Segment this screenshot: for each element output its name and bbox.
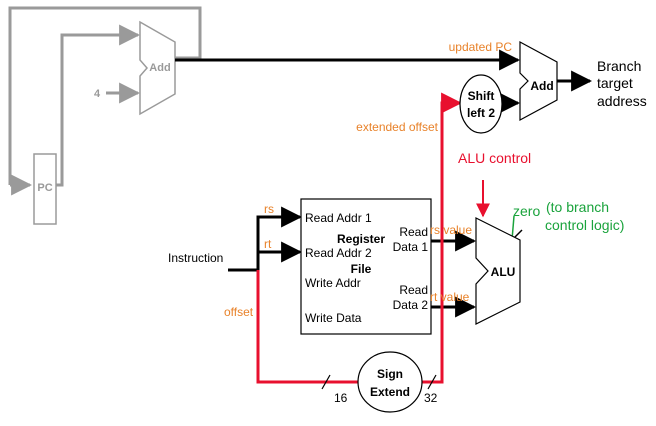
port-read-addr-2: Read Addr 2	[305, 246, 372, 260]
zero-note-2: control logic)	[545, 217, 624, 233]
port-read-addr-1: Read Addr 1	[305, 211, 372, 225]
black-wires	[175, 49, 593, 318]
zero-label: zero	[513, 203, 540, 219]
zero-note-1: (to branch	[546, 199, 609, 215]
width-tick-16	[321, 374, 331, 390]
port-write-addr: Write Addr	[305, 276, 361, 290]
pc-label: PC	[37, 182, 52, 194]
port-read-data-1-b: Data 1	[393, 240, 429, 254]
output-label-2: target	[597, 75, 633, 91]
constant-four: 4	[94, 88, 101, 100]
output-label-1: Branch	[597, 58, 641, 74]
sign-extend-label-2: Extend	[370, 385, 410, 399]
width-out-label: 32	[424, 391, 438, 405]
port-write-data: Write Data	[305, 311, 362, 325]
regfile-title-1: Register	[337, 232, 385, 246]
width-in-label: 16	[334, 391, 348, 405]
alu-label: ALU	[491, 265, 516, 279]
shift-left-2	[459, 74, 503, 134]
port-read-data-1-a: Read	[399, 225, 428, 239]
offset-label: offset	[224, 305, 254, 319]
shift-label-1: Shift	[468, 89, 495, 103]
width-tick-32	[427, 374, 437, 390]
rt-label: rt	[264, 237, 272, 251]
pc-adder-label: Add	[149, 62, 170, 74]
branch-adder	[519, 40, 558, 122]
extended-offset-label: extended offset	[356, 120, 439, 134]
rs-value-label: rs value	[430, 223, 472, 237]
register-file	[300, 198, 432, 335]
pc-adder	[139, 20, 176, 116]
shift-label-2: left 2	[467, 106, 495, 120]
updated-pc-label: updated PC	[449, 40, 513, 54]
branch-adder-label: Add	[530, 79, 553, 93]
rt-value-label: rt value	[430, 290, 470, 304]
sign-extend-label-1: Sign	[377, 367, 403, 381]
output-label-3: address	[597, 93, 647, 109]
pc-loop-wires	[8, 6, 202, 196]
pc-register	[33, 153, 57, 225]
regfile-title-2: File	[351, 262, 372, 276]
port-read-data-2-a: Read	[399, 283, 428, 297]
sign-extend	[357, 351, 423, 413]
alu	[475, 217, 521, 325]
instruction-label: Instruction	[168, 251, 223, 265]
rs-label: rs	[264, 202, 274, 216]
port-read-data-2-b: Data 2	[393, 298, 429, 312]
alu-control-label: ALU control	[458, 150, 531, 166]
